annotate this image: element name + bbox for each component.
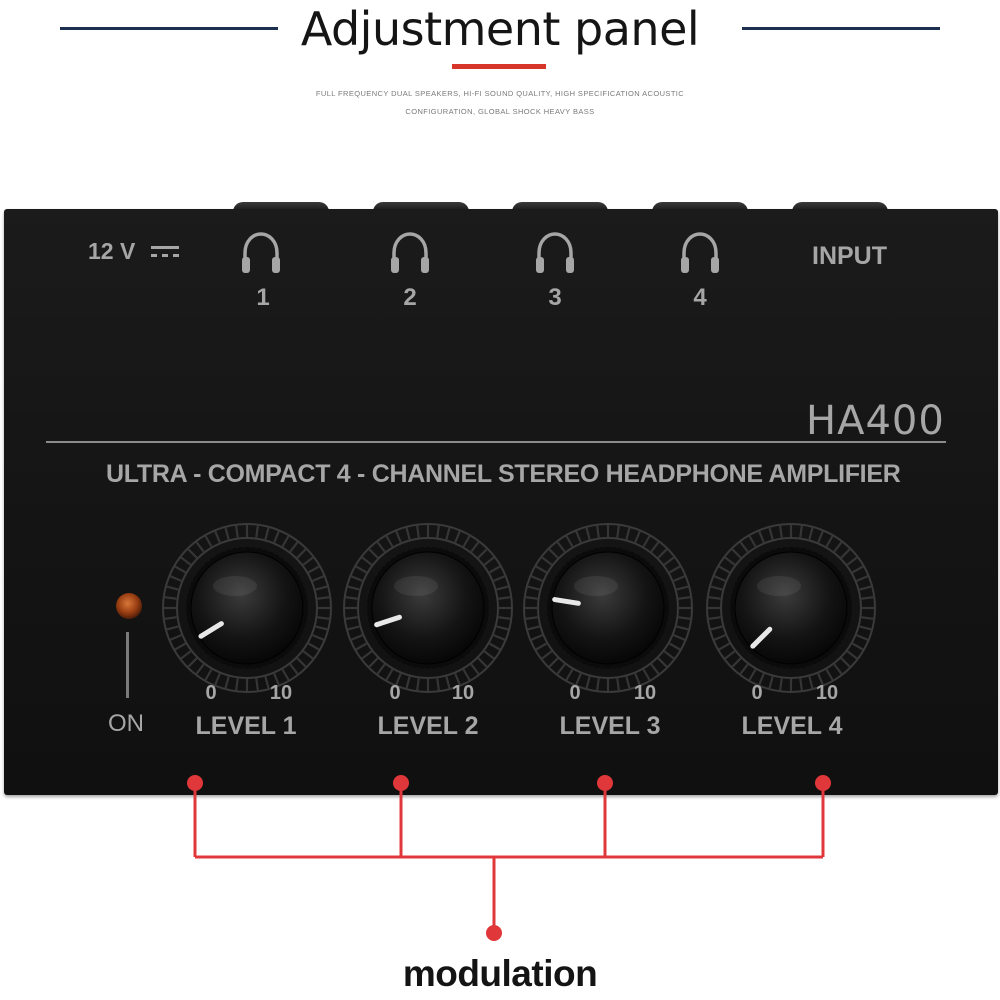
output-number-1: 1 [256, 284, 270, 311]
title-rule-right [742, 27, 940, 30]
input-label: INPUT [812, 242, 887, 270]
model-name: HA400 [806, 398, 945, 444]
level-knob-1[interactable] [157, 520, 337, 700]
callout-dot-3 [597, 775, 613, 791]
output-number-3: 3 [548, 284, 562, 311]
level-knob-4[interactable] [701, 520, 881, 700]
title-accent-bar [452, 64, 546, 69]
knob-1-max-label: 10 [269, 682, 293, 704]
amplifier-panel [4, 209, 998, 795]
knob-3-max-label: 10 [633, 682, 657, 704]
subtitle-line-2: CONFIGURATION, GLOBAL SHOCK HEAVY BASS [405, 107, 595, 116]
title-rule-left [60, 27, 278, 30]
knob-3-min-label: 0 [569, 682, 581, 704]
power-indicator-line [126, 632, 129, 698]
callout-dot-1 [187, 775, 203, 791]
output-number-2: 2 [403, 284, 417, 311]
headphones-icon [242, 232, 280, 273]
knob-1-label: LEVEL 1 [195, 712, 297, 740]
product-description: ULTRA - COMPACT 4 - CHANNEL STEREO HEADP… [106, 460, 901, 488]
headphones-icon [536, 232, 574, 273]
callout-dot-2 [393, 775, 409, 791]
modulation-label: modulation [402, 953, 598, 994]
panel-divider [46, 441, 946, 443]
page-title: Adjustment panel [300, 2, 700, 56]
callout-dot-4 [815, 775, 831, 791]
knob-4-max-label: 10 [815, 682, 839, 704]
knob-1-min-label: 0 [205, 682, 217, 704]
level-knob-3[interactable] [518, 520, 698, 700]
level-knob-2[interactable] [338, 520, 518, 700]
output-number-4: 4 [693, 284, 707, 311]
knob-3-label: LEVEL 3 [559, 712, 661, 740]
headphones-icon [681, 232, 719, 273]
power-led [116, 593, 142, 619]
knob-4-min-label: 0 [751, 682, 763, 704]
knob-2-max-label: 10 [451, 682, 475, 704]
on-label: ON [108, 710, 144, 737]
knob-2-label: LEVEL 2 [377, 712, 479, 740]
subtitle-line-1: FULL FREQUENCY DUAL SPEAKERS, HI-FI SOUN… [315, 89, 685, 98]
knob-2-min-label: 0 [389, 682, 401, 704]
power-label: 12 V [88, 238, 136, 264]
headphones-icon [391, 232, 429, 273]
callout-dot-5 [486, 925, 502, 941]
knob-4-label: LEVEL 4 [741, 712, 843, 740]
dc-symbol-icon [151, 246, 179, 257]
